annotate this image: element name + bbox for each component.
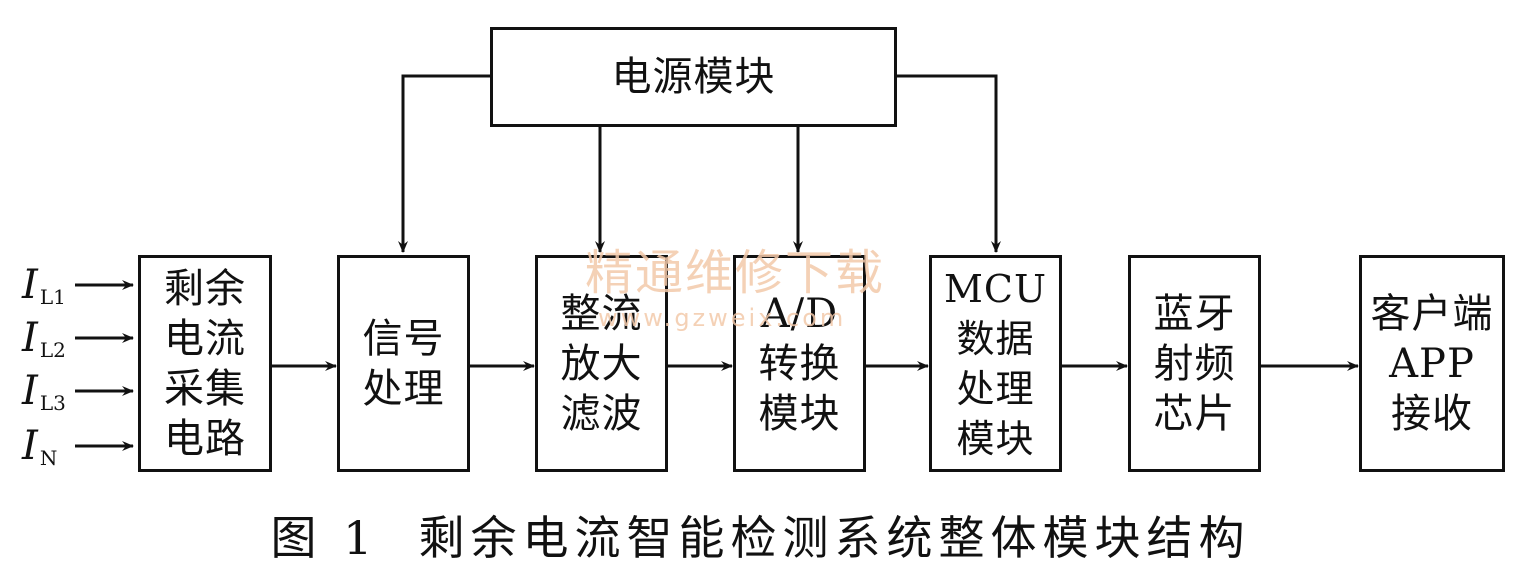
- power-line-to-signal: [398, 74, 490, 253]
- rectify-amplify-filter-box: 整流 放大 滤波: [535, 255, 668, 472]
- power-module-label: 电源模块: [611, 54, 776, 100]
- client-app-label: 客户端 APP 接收: [1370, 290, 1494, 437]
- signal-processing-label: 信号 处理: [362, 315, 445, 412]
- bluetooth-rf-box: 蓝牙 射频 芯片: [1128, 255, 1261, 472]
- mcu-processing-box: MCU 数据 处理 模块: [929, 255, 1062, 472]
- ad-conversion-label: A/D 转换 模块: [758, 290, 841, 437]
- figure-number: 图 1: [270, 511, 379, 565]
- figure-title: 剩余电流智能检测系统整体模块结构: [418, 511, 1251, 565]
- ad-conversion-box: A/D 转换 模块: [733, 255, 866, 472]
- watermark-url: www.gzweix.com: [598, 304, 847, 332]
- rectify-amplify-filter-label: 整流 放大 滤波: [560, 290, 643, 437]
- mcu-processing-label: MCU 数据 处理 模块: [943, 266, 1047, 461]
- figure-caption: 图 1 剩余电流智能检测系统整体模块结构: [0, 508, 1521, 568]
- bluetooth-rf-label: 蓝牙 射频 芯片: [1153, 290, 1236, 437]
- client-app-box: 客户端 APP 接收: [1359, 255, 1505, 472]
- residual-current-acquisition-box: 剩余 电流 采集 电路: [138, 255, 272, 472]
- residual-current-acquisition-label: 剩余 电流 采集 电路: [164, 265, 246, 462]
- signal-processing-box: 信号 处理: [337, 255, 470, 472]
- power-line-to-mcu: [897, 74, 1001, 253]
- power-module-box: 电源模块: [490, 27, 897, 127]
- watermark-title: 精通维修下载: [585, 245, 886, 301]
